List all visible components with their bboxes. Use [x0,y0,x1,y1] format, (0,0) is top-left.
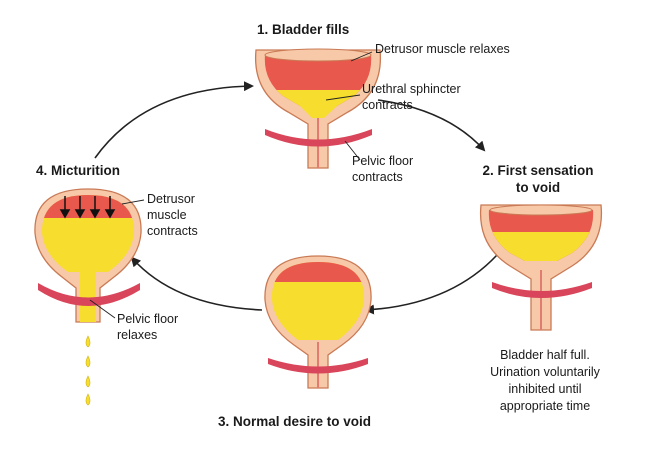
pelvic-floor-1 [265,129,372,147]
stage-4-pelvic-label-line2: relaxes [117,328,158,342]
stage-1-sphincter-label-line2: contracts [362,98,413,112]
bladder-filling [254,48,382,169]
stage-1-pelvic-label-line2: contracts [352,170,403,184]
cycle-arrow-4-to-1 [94,81,254,159]
stage-3-title: 3. Normal desire to void [218,414,372,429]
stage-2-note-line4: appropriate time [499,399,591,413]
stage-2-note-line2: Urination voluntarily [490,365,600,379]
stage-2-note-line1: Bladder half full. [500,348,590,362]
cycle-arrow-2-to-3 [364,254,498,315]
bladder-micturition [34,188,142,406]
stage-1-sphincter-label-line1: Urethral sphincter [362,82,461,96]
stage-4-detrusor-label-line1: Detrusor [147,192,195,206]
stage-1-title: 1. Bladder fills [257,22,350,37]
stage-4-title: 4. Micturition [36,163,120,178]
leader-pelvic-contracts [344,140,361,161]
pelvic-floor-2 [492,282,592,298]
stage-1-detrusor-label: Detrusor muscle relaxes [375,42,510,56]
cycle-arrow-3-to-4 [130,256,263,311]
cycle-arrow-1-to-2 [377,99,486,152]
leader-sphincter [325,94,361,101]
stage-2-title-line1: 2. First sensation [482,163,594,178]
bladder-normal-desire [264,255,372,389]
stage-2-note-line3: inhibited until [508,382,582,396]
leader-detrusor-relaxes [350,51,373,62]
stage-1-pelvic-label-line1: Pelvic floor [352,154,414,168]
stage-4-detrusor-label-line2: muscle [147,208,187,222]
detrusor-contraction-arrows [59,196,116,219]
stage-2-title-line2: to void [515,180,561,195]
bladder-half-full [479,204,603,331]
leader-pelvic-relaxes [89,299,116,319]
urine-droplets [85,335,91,406]
pelvic-floor-4 [38,283,140,306]
stage-4-pelvic-label-line1: Pelvic floor [117,312,179,326]
leader-detrusor-contracts [121,199,145,205]
pelvic-floor-3 [268,358,368,374]
stage-4-detrusor-label-line3: contracts [147,224,198,238]
